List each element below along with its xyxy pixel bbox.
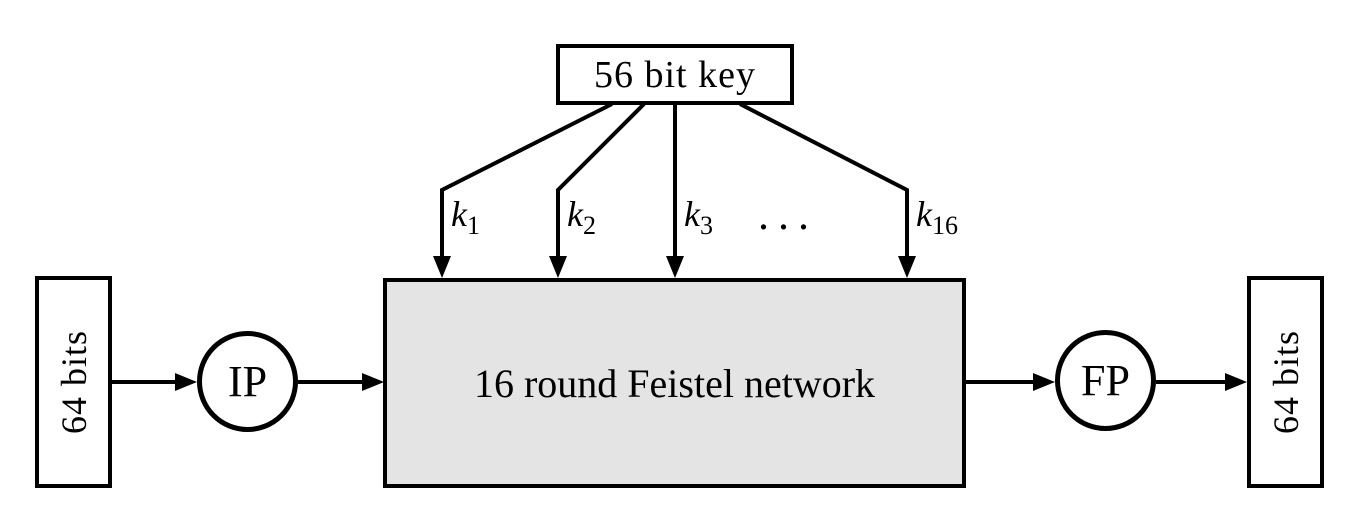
ip-node: IP — [197, 331, 298, 432]
k2-base: k — [567, 194, 583, 234]
feistel-network-box: 16 round Feistel network — [383, 278, 966, 488]
k16-base: k — [916, 194, 932, 234]
round-key-label-k16: k16 — [916, 190, 958, 240]
arrow-input-to-ip — [112, 373, 197, 391]
fp-label: FP — [1081, 356, 1130, 405]
round-key-label-k2: k2 — [567, 190, 596, 240]
output-bits-label: 64 bits — [1265, 329, 1306, 435]
arrow-ip-to-feistel — [298, 373, 384, 391]
arrow-key-k2 — [549, 102, 646, 278]
round-key-ellipsis: ... — [758, 190, 818, 239]
output-bits-box: 64 bits — [1247, 276, 1324, 488]
key-box-label: 56 bit key — [594, 53, 756, 96]
k2-sub: 2 — [582, 211, 596, 240]
key-box: 56 bit key — [556, 44, 794, 105]
round-key-label-k1: k1 — [451, 190, 480, 240]
k3-base: k — [684, 194, 700, 234]
arrow-fp-to-output — [1156, 373, 1247, 391]
k3-sub: 3 — [699, 211, 713, 240]
ip-label: IP — [227, 357, 268, 406]
arrow-key-k3 — [666, 104, 684, 278]
input-bits-label: 64 bits — [53, 329, 94, 435]
feistel-label: 16 round Feistel network — [473, 360, 876, 406]
k1-base: k — [451, 194, 467, 234]
fp-node: FP — [1055, 330, 1156, 431]
arrow-key-k16 — [739, 102, 916, 278]
k1-sub: 1 — [466, 211, 480, 240]
arrow-feistel-to-fp — [966, 373, 1055, 391]
input-bits-box: 64 bits — [35, 276, 112, 488]
k16-sub: 16 — [931, 211, 958, 240]
arrow-key-k1 — [433, 102, 613, 278]
round-key-label-k3: k3 — [684, 190, 713, 240]
